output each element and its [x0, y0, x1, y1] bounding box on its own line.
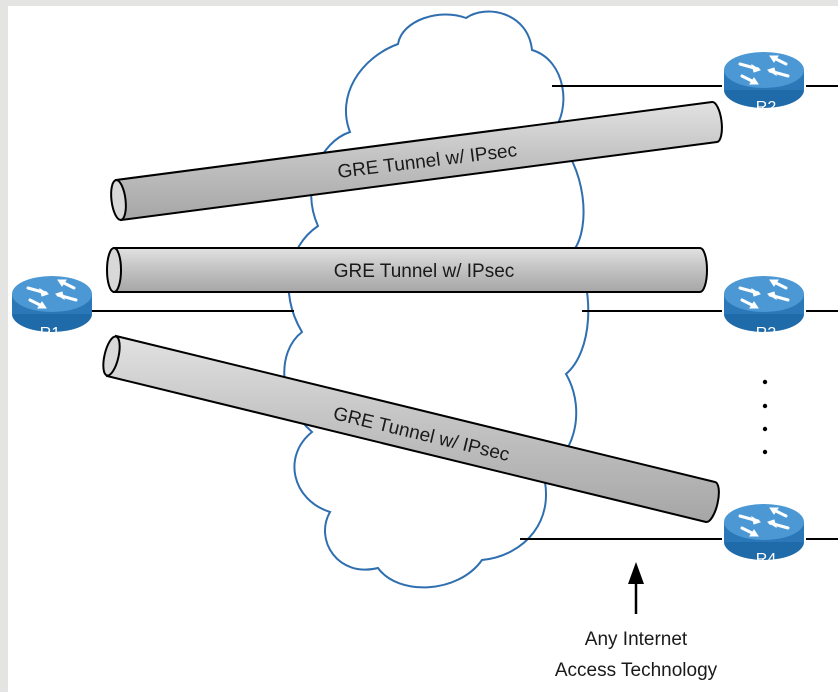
router-label-r1: R1: [40, 325, 61, 342]
router-icon: [722, 274, 806, 334]
tunnel-label-r3: GRE Tunnel w/ IPsec: [334, 261, 515, 282]
vertical-ellipsis-icon: [762, 379, 768, 455]
router-label-r3: R3: [756, 325, 777, 342]
router-r1: R1: [10, 274, 94, 342]
router-r4: R4: [722, 502, 806, 568]
router-label-r2: R2: [756, 99, 777, 116]
router-label-r4: R4: [756, 551, 777, 568]
gre-tunnel-r3: GRE Tunnel w/ IPsec: [106, 247, 708, 293]
diagram-svg: GRE Tunnel w/ IPsec GRE Tunnel w/ IPsec …: [10, 10, 838, 681]
annotation-line-2: Access Technology: [555, 660, 718, 681]
router-r2: R2: [722, 50, 806, 116]
network-diagram: GRE Tunnel w/ IPsec GRE Tunnel w/ IPsec …: [8, 6, 838, 692]
router-icon: [10, 274, 94, 334]
internet-cloud-icon: [283, 10, 590, 589]
annotation-line-1: Any Internet: [585, 629, 688, 650]
router-r3: R3: [722, 274, 806, 342]
arrow-up-icon: [628, 562, 644, 614]
